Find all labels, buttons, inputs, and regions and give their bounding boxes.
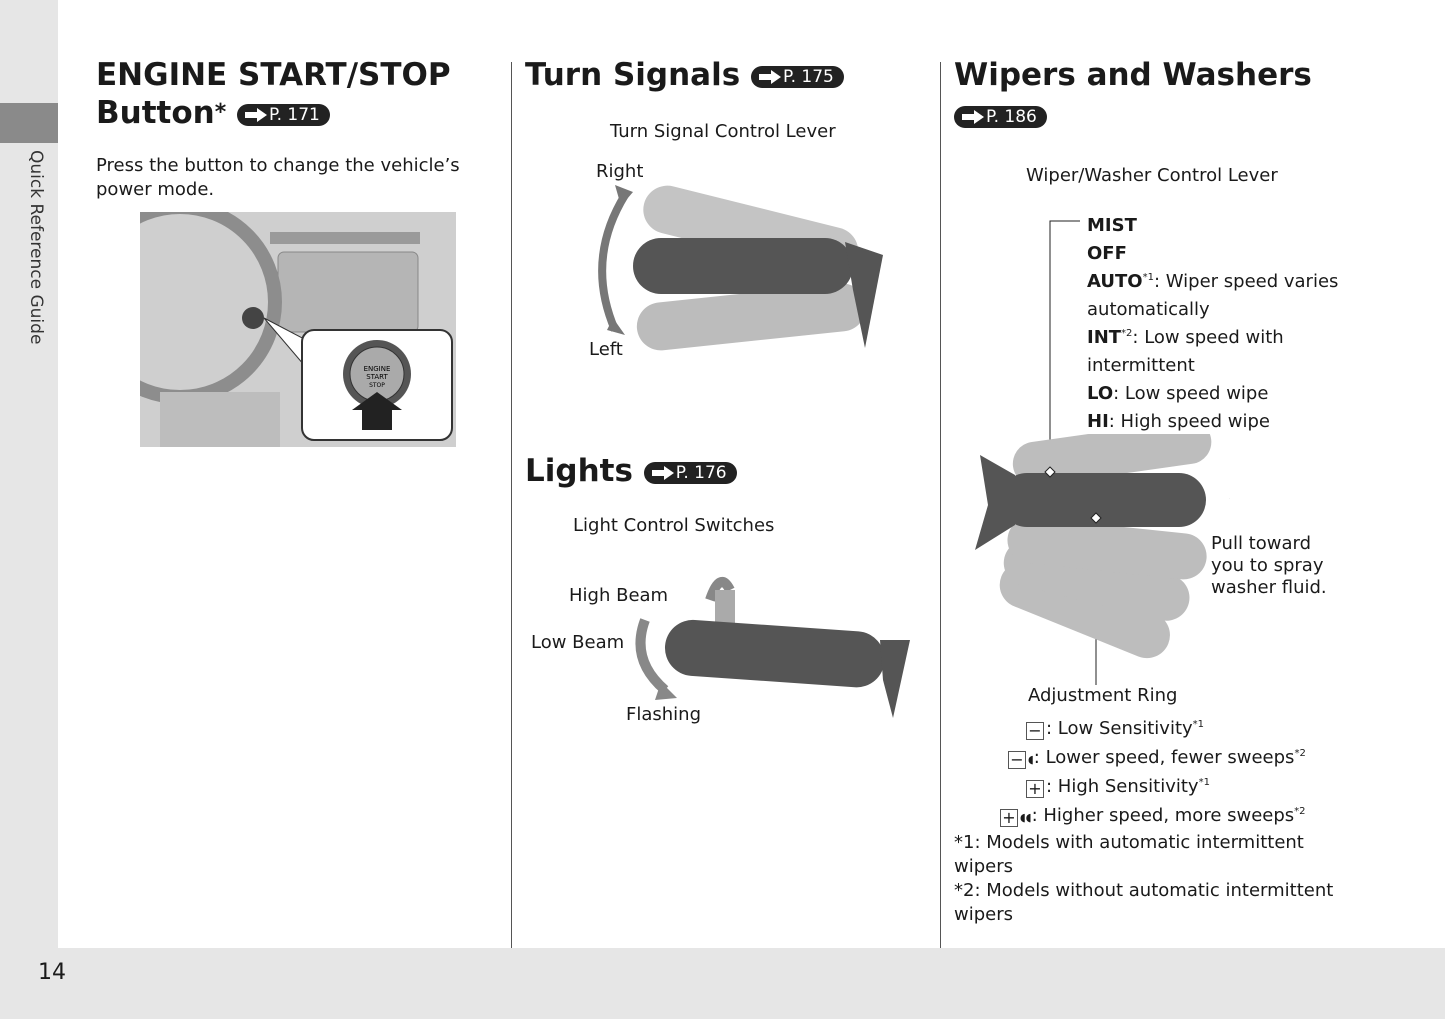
svg-text:START: START bbox=[366, 373, 388, 381]
page-number: 14 bbox=[38, 960, 66, 985]
arrow-icon bbox=[962, 110, 984, 124]
wiper-lever-illustration bbox=[975, 220, 1230, 685]
footer bbox=[0, 948, 1445, 1019]
turn-lever-illustration bbox=[598, 185, 883, 351]
wipers-title: Wipers and Washers bbox=[954, 57, 1312, 93]
minus-icon: − bbox=[1008, 751, 1026, 769]
wiper-mode-item: OFF bbox=[1087, 243, 1127, 264]
lights-title: Lights P. 176 bbox=[525, 452, 737, 490]
ring-setting-item: −: Low Sensitivity*1 bbox=[1000, 713, 1306, 742]
page-ref-link[interactable]: P. 175 bbox=[750, 65, 844, 88]
wiper-mode-item: HI: High speed wipe bbox=[1087, 411, 1270, 432]
wiper-modes-list: MIST OFF AUTO*1: Wiper speed varies automat… bbox=[1087, 210, 1339, 434]
wiper-mode-item: automatically bbox=[1087, 299, 1210, 320]
page-ref-link[interactable]: P. 186 bbox=[954, 106, 1047, 128]
column-divider bbox=[940, 62, 941, 948]
lights-lever-illustration bbox=[635, 577, 910, 718]
ring-settings-list: −: Low Sensitivity*1−◖: Lower speed, few… bbox=[1000, 713, 1306, 829]
plus-icon: + bbox=[1026, 780, 1044, 798]
wipers-caption: Wiper/Washer Control Lever bbox=[1026, 165, 1278, 186]
section-label: Quick Reference Guide bbox=[26, 150, 46, 345]
column-divider bbox=[511, 62, 512, 948]
raindrop-icon: ◖ bbox=[1028, 753, 1034, 766]
footnote-1: *1: Models with automatic intermittent w… bbox=[954, 832, 1304, 877]
raindrop-icon: ◖◖ bbox=[1020, 811, 1032, 824]
flashing-label: Flashing bbox=[626, 704, 702, 725]
svg-text:ENGINE: ENGINE bbox=[364, 365, 391, 373]
wipers-ref-wrap: P. 186 bbox=[954, 106, 1047, 128]
dashboard-illustration: ENGINE START STOP bbox=[140, 212, 456, 447]
section-tab[interactable] bbox=[0, 103, 58, 143]
plus-icon: + bbox=[1000, 809, 1018, 827]
footnote-2: *2: Models without automatic intermitten… bbox=[954, 880, 1334, 925]
ring-setting-item: +◖◖: Higher speed, more sweeps*2 bbox=[1000, 800, 1306, 829]
arrow-icon bbox=[651, 465, 674, 480]
wiper-mode-item: LO: Low speed wipe bbox=[1087, 383, 1269, 404]
engine-body: Press the button to change the vehicle’s… bbox=[96, 155, 460, 200]
right-label: Right bbox=[596, 161, 644, 182]
page-ref-link[interactable]: P. 171 bbox=[237, 103, 330, 126]
adjustment-ring-label: Adjustment Ring bbox=[1028, 685, 1178, 706]
turn-caption: Turn Signal Control Lever bbox=[610, 121, 836, 142]
page-ref-link[interactable]: P. 176 bbox=[643, 461, 737, 484]
ring-setting-item: +: High Sensitivity*1 bbox=[1000, 771, 1306, 800]
wiper-mode-item: intermittent bbox=[1087, 355, 1195, 376]
low-beam-label: Low Beam bbox=[531, 632, 625, 653]
minus-icon: − bbox=[1026, 722, 1044, 740]
wiper-mode-item: AUTO*1: Wiper speed varies bbox=[1087, 271, 1339, 292]
arrow-icon bbox=[245, 107, 268, 122]
svg-text:STOP: STOP bbox=[369, 382, 385, 389]
sidebar bbox=[0, 0, 58, 1019]
left-label: Left bbox=[589, 339, 623, 360]
pull-instruction: Pull toward you to spray washer fluid. bbox=[1211, 533, 1327, 598]
wiper-mode-item: MIST bbox=[1087, 215, 1137, 236]
ring-setting-item: −◖: Lower speed, fewer sweeps*2 bbox=[1000, 742, 1306, 771]
high-beam-label: High Beam bbox=[569, 585, 669, 606]
lights-caption: Light Control Switches bbox=[573, 515, 775, 536]
wiper-mode-item: INT*2: Low speed with bbox=[1087, 327, 1284, 348]
turn-signals-title: Turn Signals P. 175 bbox=[525, 56, 844, 94]
arrow-icon bbox=[758, 69, 781, 84]
